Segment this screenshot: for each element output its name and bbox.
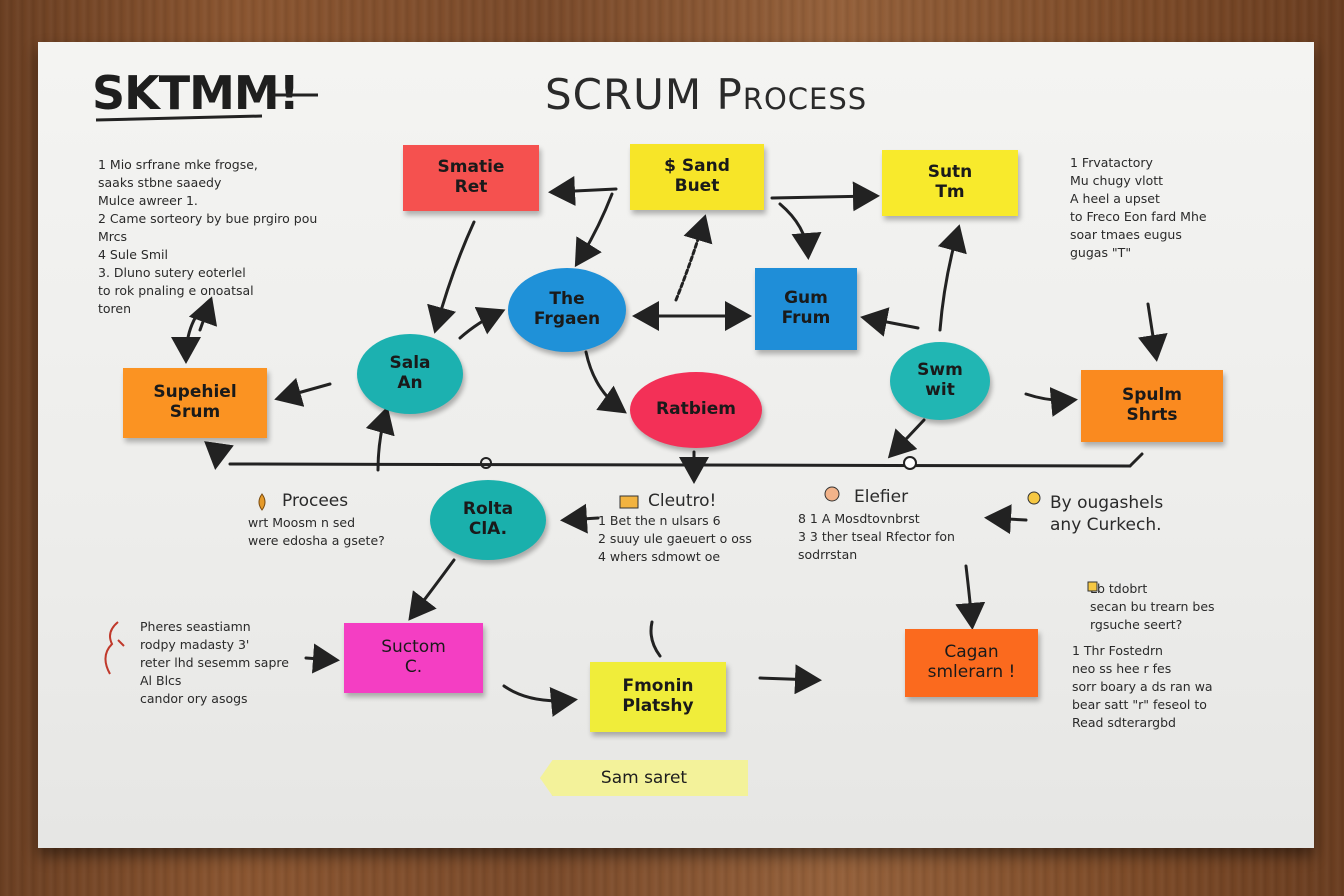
- figure-doodle-icon: [104, 621, 125, 675]
- loop-icon: [480, 457, 492, 469]
- board-title: SCRUM Process: [545, 70, 868, 119]
- mid-right-title: Elefier: [854, 487, 909, 507]
- oval-red: Ratbiem: [630, 372, 762, 448]
- head-icon: [824, 486, 840, 502]
- far-right-note: By ougashels any Curkech.: [1050, 493, 1164, 535]
- mid-left-title: Procees: [282, 491, 349, 511]
- sticky-note-red: Smatie Ret: [403, 145, 539, 211]
- mid-right-body: 8 1 A Mosdtovnbrst 3 3 ther tseal Rfecto…: [798, 511, 955, 562]
- mid-center-title: Cleutro!: [648, 491, 717, 511]
- leaf-icon: [258, 493, 266, 511]
- sticky-note-yellow-right: Sutn Tm: [882, 150, 1018, 216]
- mid-left-body: wrt Moosm n sed were edosha a gsete?: [248, 515, 385, 548]
- oval-blue: The Frgaen: [508, 268, 626, 352]
- notes-top-left: 1 Mio srfrane mke frogse, saaks stbne sa…: [98, 157, 318, 316]
- sticky-note-orange-bottom: Cagan smlerarn !: [905, 629, 1038, 697]
- bulb-icon: [1027, 491, 1041, 505]
- oval-teal-bottom: Rolta ClA.: [430, 480, 546, 560]
- oval-teal-right: Swm wit: [890, 342, 990, 420]
- sticky-note-blue: Gum Frum: [755, 268, 857, 350]
- checkbox-icon: [1087, 581, 1098, 592]
- sticky-tag-flag: Sam saret: [540, 760, 748, 796]
- board-corner-title: SKTMM!: [92, 66, 300, 120]
- sticky-note-orange-left: Supehiel Srum: [123, 368, 267, 438]
- oval-teal-left: Sala An: [357, 334, 463, 414]
- notes-top-right: 1 Frvatactory Mu chugy vlott A heel a up…: [1070, 155, 1207, 260]
- knot-icon: [903, 456, 917, 470]
- notes-bottom-right: 1 Thr Fostedrn neo ss hee r fes sorr boa…: [1072, 643, 1213, 730]
- sticky-note-yellow-bottom: Fmonin Platshy: [590, 662, 726, 732]
- notes-bottom-right-top: Lb tdobrt secan bu trearn bes rgsuche se…: [1090, 581, 1215, 632]
- sticky-note-orange-right: Spulm Shrts: [1081, 370, 1223, 442]
- book-icon: [619, 495, 639, 509]
- sticky-note-magenta: Suctom C.: [344, 623, 483, 693]
- sticky-note-yellow-center: $ Sand Buet: [630, 144, 764, 210]
- mid-center-body: 1 Bet the n ulsars 6 2 suuy ule gaeuert …: [598, 513, 752, 564]
- notes-bottom-left: Pheres seastiamn rodpy madasty 3' reter …: [140, 619, 289, 706]
